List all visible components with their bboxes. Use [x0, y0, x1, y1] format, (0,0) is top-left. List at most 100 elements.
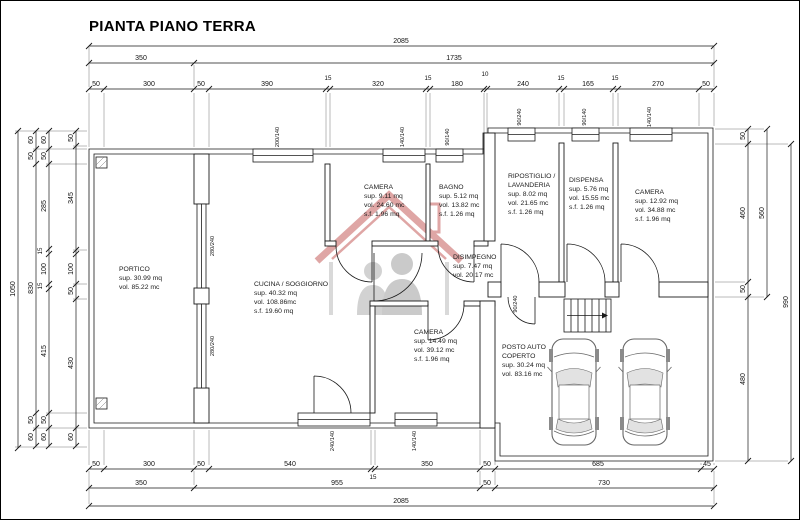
dimension-lines — [14, 42, 795, 510]
room-name: CAMERA — [635, 189, 665, 196]
dim-label: 100 — [41, 263, 48, 275]
dim-label: 540 — [284, 461, 296, 468]
room-vol: vol. 24.60 mc — [364, 202, 405, 209]
dim-label: 60 — [28, 136, 35, 144]
dim-label: 50 — [197, 81, 205, 88]
dim-label: 270 — [652, 81, 664, 88]
dim-label: 50 — [28, 416, 35, 424]
dim-label: 50 — [41, 152, 48, 160]
room-sup: sup. 12.92 mq — [635, 198, 678, 205]
room-name: DISIMPEGNO — [453, 254, 496, 261]
room-name: DISPENSA — [569, 177, 604, 184]
room-vol: vol. 21.65 mc — [508, 200, 549, 207]
dim-label: 2085 — [393, 38, 409, 45]
car — [617, 338, 673, 446]
dim-label: 350 — [135, 55, 147, 62]
room-sf: s.f. 1.96 mq — [364, 211, 400, 218]
car — [547, 338, 601, 446]
room-sup: sup. 40.32 mq — [254, 290, 297, 297]
dim-label: 430 — [68, 357, 75, 369]
room-label-dispensa: DISPENSA sup. 5.76 mq vol. 15.55 mc s.f.… — [569, 177, 610, 211]
dim-label: 15 — [370, 474, 377, 481]
room-sup: sup. 14.49 mq — [414, 338, 457, 345]
page-title: PIANTA PIANO TERRA — [89, 18, 256, 35]
dim-label: 60 — [41, 136, 48, 144]
room-name: BAGNO — [439, 184, 464, 191]
dim-label: 15 — [37, 247, 44, 254]
dim-label: 50 — [41, 416, 48, 424]
dim-label: 60 — [41, 433, 48, 441]
room-label-bagno: BAGNO sup. 5.12 mq vol. 13.82 mc s.f. 1.… — [439, 184, 480, 218]
room-name: CAMERA — [364, 184, 394, 191]
room-label-camera-right: CAMERA sup. 12.92 mq vol. 34.88 mc s.f. … — [635, 189, 678, 223]
room-vol: vol. 85.22 mc — [119, 284, 160, 291]
room-vol: vol. 39.12 mc — [414, 347, 455, 354]
dim-label: 15 — [558, 75, 565, 82]
dimension-ticks — [14, 42, 795, 510]
opening-label: 140/140 — [412, 431, 418, 451]
room-label-portico: PORTICO sup. 30.99 mq vol. 85.22 mc — [119, 266, 162, 291]
room-vol: vol. 15.55 mc — [569, 195, 610, 202]
dim-label: 50 — [68, 134, 75, 142]
room-sup: sup. 9.11 mq — [364, 193, 403, 200]
room-name: CAMERA — [414, 329, 444, 336]
opening-label: 90/140 — [445, 128, 451, 145]
dimension-labels-top: 2085 350 1735 50 300 50 390 15 320 15 18… — [92, 38, 710, 88]
opening-label: 240/140 — [330, 431, 336, 451]
dim-label: 345 — [68, 192, 75, 204]
room-sup: sup. 5.76 mq — [569, 186, 609, 193]
dim-label: 460 — [740, 207, 747, 219]
dim-label: 990 — [783, 296, 790, 308]
room-sup: sup. 30.24 mq — [502, 362, 545, 369]
dim-label: 1050 — [10, 281, 17, 297]
door-arcs — [313, 243, 660, 414]
dim-label: 730 — [598, 480, 610, 487]
dimension-labels-left: 1050 60 50 830 50 60 60 50 285 15 100 15… — [10, 134, 75, 441]
dim-label: 300 — [143, 81, 155, 88]
pillar — [95, 156, 108, 410]
dim-label: 50 — [740, 285, 747, 293]
dim-label: 180 — [451, 81, 463, 88]
dim-label: 15 — [37, 282, 44, 289]
room-label-camera-bottom: CAMERA sup. 14.49 mq vol. 39.12 mc s.f. … — [414, 329, 457, 363]
room-sup: sup. 5.12 mq — [439, 193, 479, 200]
dim-label: 15 — [612, 75, 619, 82]
dim-label: 50 — [92, 461, 100, 468]
watermark-figure-head — [364, 262, 382, 280]
dim-label: 415 — [41, 345, 48, 357]
dim-label: 50 — [483, 480, 491, 487]
dim-label: 60 — [28, 433, 35, 441]
dim-label: 830 — [28, 282, 35, 294]
room-name: CUCINA / SOGGIORNO — [254, 281, 328, 288]
room-sup: sup. 7.47 mq — [453, 263, 493, 270]
dim-label: 285 — [41, 200, 48, 212]
dim-label: 50 — [197, 461, 205, 468]
dim-label: 50 — [92, 81, 100, 88]
room-sf: s.f. 19.60 mq — [254, 308, 294, 315]
dim-label: 10 — [482, 71, 489, 78]
room-name: PORTICO — [119, 266, 150, 273]
watermark-figure2-head — [391, 253, 413, 275]
room-sup: sup. 30.99 mq — [119, 275, 162, 282]
stairs — [563, 298, 612, 333]
dim-label: 50 — [740, 132, 747, 140]
dim-label: 685 — [592, 461, 604, 468]
room-vol: vol. 83.16 mc — [502, 371, 543, 378]
room-sup: sup. 8.02 mq — [508, 191, 548, 198]
dim-label: 50 — [68, 287, 75, 295]
room-name2: LAVANDERIA — [508, 182, 551, 189]
dim-label: 45 — [703, 461, 711, 468]
dim-label: 300 — [143, 461, 155, 468]
dim-label: 480 — [740, 373, 747, 385]
watermark-figure2-body — [382, 279, 422, 315]
windows — [196, 127, 673, 427]
dim-label: 240 — [517, 81, 529, 88]
dim-label: 350 — [135, 480, 147, 487]
opening-label: 90/240 — [513, 295, 519, 312]
room-vol: vol. 13.82 mc — [439, 202, 480, 209]
room-label-disimpegno: DISIMPEGNO sup. 7.47 mq vol. 20.17 mc — [453, 254, 496, 279]
dim-label: 15 — [425, 75, 432, 82]
room-sf: s.f. 1.96 mq — [635, 216, 671, 223]
opening-label: 140/140 — [400, 127, 406, 147]
